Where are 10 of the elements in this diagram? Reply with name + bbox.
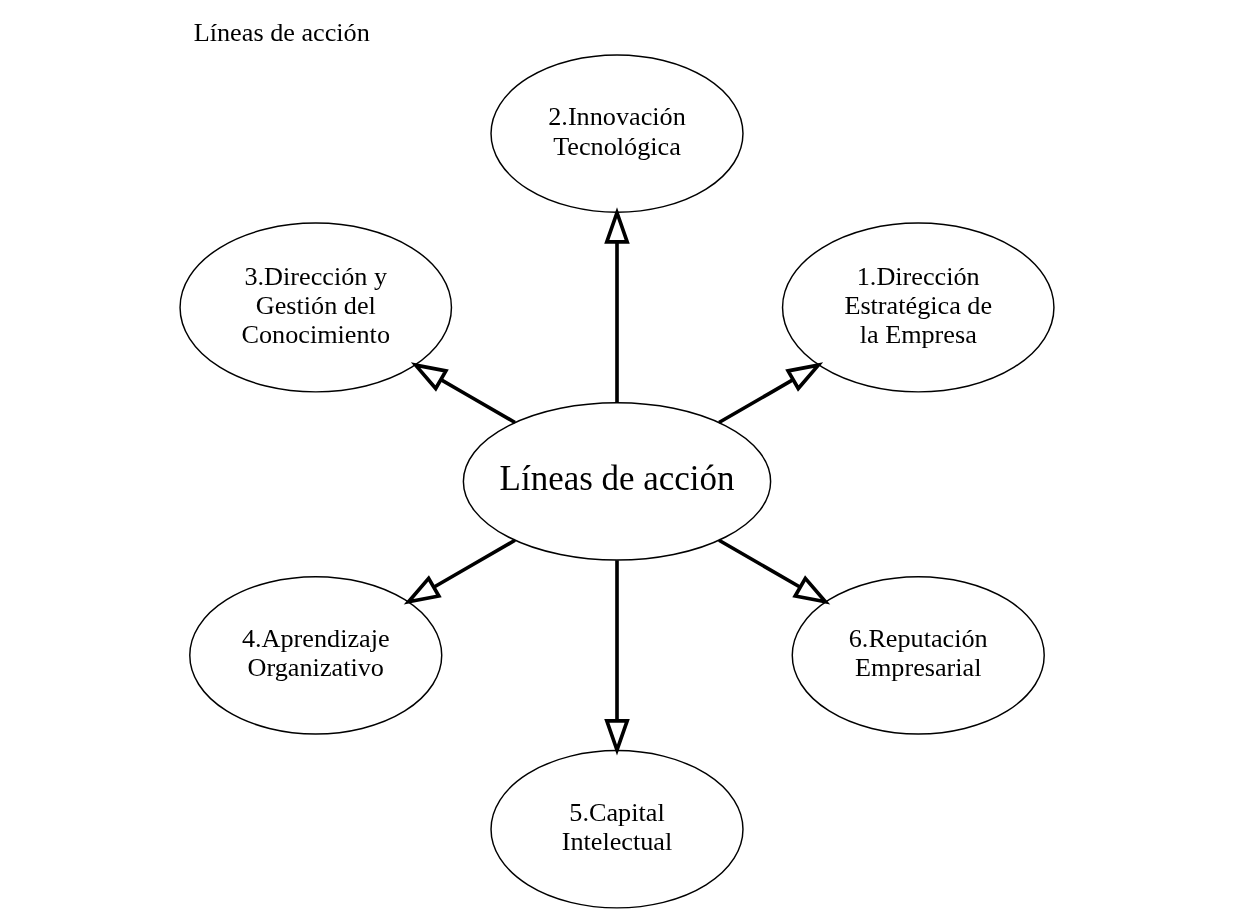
arrow: [403, 538, 516, 605]
node-ellipse: 5.Capital Intelectual: [490, 749, 744, 909]
arrow: [718, 538, 831, 605]
node-ellipse: Líneas de acción: [462, 402, 772, 561]
arrow: [718, 362, 824, 425]
node-ellipse: 2.Innovación Tecnológica: [490, 54, 744, 213]
diagram-title: Líneas de acción: [193, 17, 370, 47]
arrow: [604, 207, 630, 403]
arrow: [410, 362, 516, 425]
arrow: [604, 560, 630, 756]
